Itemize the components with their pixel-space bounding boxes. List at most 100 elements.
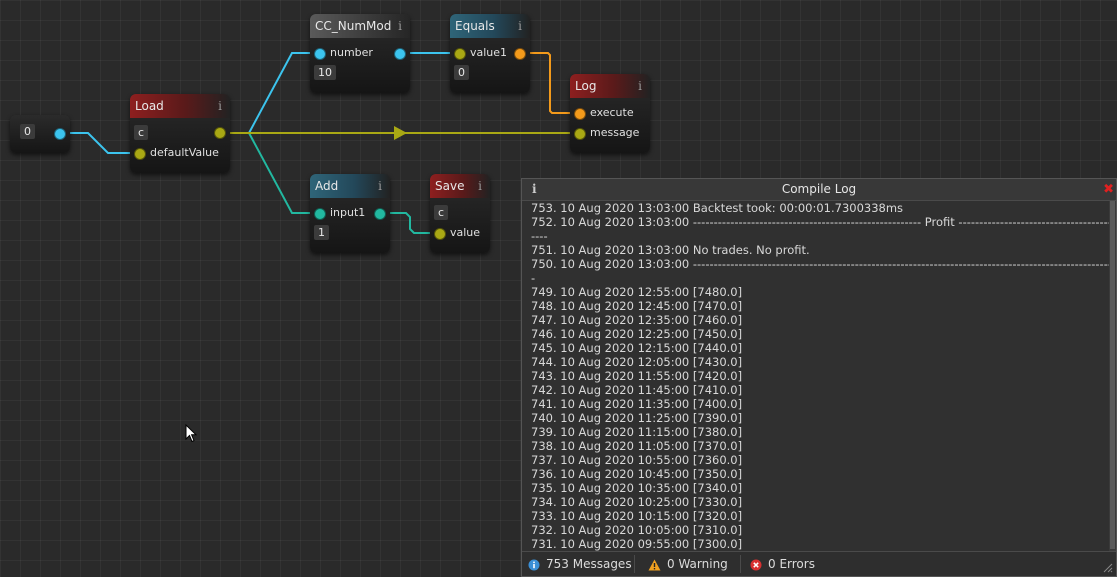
log-execute-label: execute <box>590 106 634 119</box>
log-line: 741. 10 Aug 2020 11:35:00 [7400.0] <box>531 397 743 411</box>
load-output-pin[interactable] <box>214 127 226 139</box>
messages-count: 753 Messages <box>546 557 632 571</box>
add-value-input[interactable]: 1 <box>314 225 329 240</box>
log-line: 739. 10 Aug 2020 11:15:00 [7380.0] <box>531 425 743 439</box>
save-value-label: value <box>450 226 481 239</box>
footer-divider <box>634 555 635 573</box>
warnings-filter[interactable]: 0 Warning <box>648 552 728 576</box>
log-node-title: Log <box>575 79 597 93</box>
log-line: 750. 10 Aug 2020 13:03:00 --------------… <box>531 257 1110 271</box>
messages-filter[interactable]: 753 Messages <box>528 552 632 576</box>
log-line: 731. 10 Aug 2020 09:55:00 [7300.0] <box>531 537 743 551</box>
constant-value[interactable]: 0 <box>20 124 35 139</box>
log-line: 742. 10 Aug 2020 11:45:00 [7410.0] <box>531 383 743 397</box>
log-line: - <box>531 271 536 285</box>
add-input1-label: input1 <box>330 206 366 219</box>
log-line: 743. 10 Aug 2020 11:55:00 [7420.0] <box>531 369 743 383</box>
info-icon[interactable]: i <box>398 19 402 33</box>
log-line: 748. 10 Aug 2020 12:45:00 [7470.0] <box>531 299 743 313</box>
info-circle-icon <box>528 559 540 570</box>
log-scrollbar-thumb[interactable] <box>1110 201 1115 549</box>
log-line: 753. 10 Aug 2020 13:03:00 Backtest took:… <box>531 201 904 215</box>
info-icon[interactable]: i <box>638 79 642 93</box>
log-line: 746. 10 Aug 2020 12:25:00 [7450.0] <box>531 327 743 341</box>
load-node-title: Load <box>135 99 164 113</box>
log-line: 735. 10 Aug 2020 10:35:00 [7340.0] <box>531 481 743 495</box>
log-line: 733. 10 Aug 2020 10:15:00 [7320.0] <box>531 509 743 523</box>
load-node-header[interactable]: Load i <box>130 94 230 118</box>
equals-value1-pin[interactable] <box>454 48 466 60</box>
log-line: 737. 10 Aug 2020 10:55:00 [7360.0] <box>531 453 743 467</box>
load-defaultValue-label: defaultValue <box>150 146 219 159</box>
numMod-number-pin[interactable] <box>314 48 326 60</box>
footer-divider <box>740 555 741 573</box>
close-icon[interactable]: ✖ <box>1103 182 1114 197</box>
compile-log-title: Compile Log <box>781 182 857 196</box>
add-node-header[interactable]: Add i <box>310 174 390 198</box>
flow-arrow-icon <box>394 126 407 140</box>
warning-icon <box>648 559 661 570</box>
add-output-pin[interactable] <box>374 208 386 220</box>
log-line: 749. 10 Aug 2020 12:55:00 [7480.0] <box>531 285 743 299</box>
log-line: 745. 10 Aug 2020 12:15:00 [7440.0] <box>531 341 743 355</box>
numMod-number-label: number <box>330 46 373 59</box>
save-key-input[interactable]: c <box>434 205 449 220</box>
save-node-header[interactable]: Save i <box>430 174 490 198</box>
equals-node-title: Equals <box>455 19 495 33</box>
log-line: 734. 10 Aug 2020 10:25:00 [7330.0] <box>531 495 743 509</box>
log-line: 738. 10 Aug 2020 11:05:00 [7370.0] <box>531 439 743 453</box>
info-icon[interactable]: i <box>378 179 382 193</box>
log-message-label: message <box>590 126 640 139</box>
add-input1-pin[interactable] <box>314 208 326 220</box>
numMod-node[interactable]: CC_NumMod i number 10 <box>310 14 410 93</box>
info-icon[interactable]: i <box>478 179 482 193</box>
errors-filter[interactable]: 0 Errors <box>750 552 815 576</box>
equals-value-input[interactable]: 0 <box>454 65 469 80</box>
compile-log-panel[interactable]: i Compile Log ✖ 753. 10 Aug 2020 13:03:0… <box>521 178 1117 577</box>
errors-count: 0 Errors <box>768 557 815 571</box>
wire-const-to-load <box>66 132 140 154</box>
log-line: 751. 10 Aug 2020 13:03:00 No trades. No … <box>531 243 810 257</box>
resize-grip-icon[interactable] <box>1101 561 1113 573</box>
add-node-title: Add <box>315 179 339 193</box>
equals-output-pin[interactable] <box>514 48 526 60</box>
log-line: 740. 10 Aug 2020 11:25:00 [7390.0] <box>531 411 743 425</box>
info-icon[interactable]: i <box>218 99 222 113</box>
warnings-count: 0 Warning <box>667 557 728 571</box>
equals-node[interactable]: Equals i value1 0 <box>450 14 530 93</box>
compile-log-footer: 753 Messages 0 Warning 0 Errors <box>522 551 1116 576</box>
log-message-pin[interactable] <box>574 128 586 140</box>
load-node[interactable]: Load i c defaultValue <box>130 94 230 173</box>
log-node-header[interactable]: Log i <box>570 74 650 98</box>
equals-node-header[interactable]: Equals i <box>450 14 530 38</box>
wire-add-to-save <box>380 212 440 234</box>
log-scrollbar[interactable] <box>1109 201 1116 551</box>
load-key-input[interactable]: c <box>134 125 149 140</box>
constant-output-pin[interactable] <box>54 128 66 140</box>
log-line: ---- <box>531 229 548 243</box>
compile-log-messages[interactable]: 753. 10 Aug 2020 13:03:00 Backtest took:… <box>522 201 1110 551</box>
numMod-node-header[interactable]: CC_NumMod i <box>310 14 410 38</box>
save-node-title: Save <box>435 179 465 193</box>
save-value-pin[interactable] <box>434 228 446 240</box>
equals-value1-label: value1 <box>470 46 508 59</box>
mouse-cursor-icon <box>185 424 197 443</box>
save-node[interactable]: Save i c value <box>430 174 490 253</box>
log-line: 736. 10 Aug 2020 10:45:00 [7350.0] <box>531 467 743 481</box>
log-line: 732. 10 Aug 2020 10:05:00 [7310.0] <box>531 523 743 537</box>
log-line: 744. 10 Aug 2020 12:05:00 [7430.0] <box>531 355 743 369</box>
info-icon[interactable]: i <box>518 19 522 33</box>
numMod-output-pin[interactable] <box>394 48 406 60</box>
log-line: 747. 10 Aug 2020 12:35:00 [7460.0] <box>531 313 743 327</box>
info-icon[interactable]: i <box>532 182 537 196</box>
log-execute-pin[interactable] <box>574 108 586 120</box>
load-defaultValue-pin[interactable] <box>134 148 146 160</box>
log-node[interactable]: Log i execute message <box>570 74 650 153</box>
constant-node[interactable]: 0 <box>10 115 70 153</box>
numMod-value-input[interactable]: 10 <box>314 65 336 80</box>
add-node[interactable]: Add i input1 1 <box>310 174 390 253</box>
compile-log-titlebar[interactable]: i Compile Log ✖ <box>522 179 1116 201</box>
log-line: 752. 10 Aug 2020 13:03:00 --------------… <box>531 215 1110 229</box>
wire-equals-to-log-execute <box>519 52 580 114</box>
